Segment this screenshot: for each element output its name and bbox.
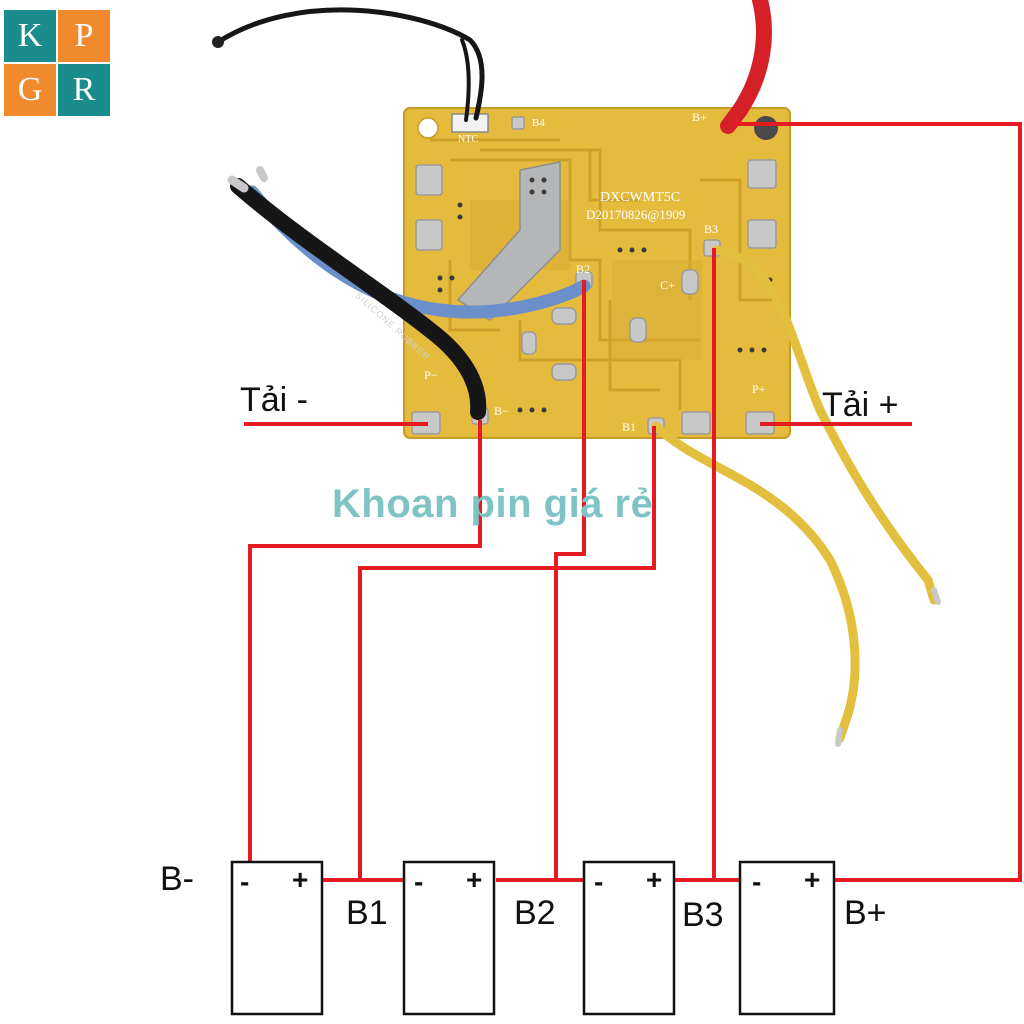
cell-1-plus: + <box>292 864 309 895</box>
battery-cell-3 <box>582 860 676 1016</box>
label-load-minus: Tải - <box>240 381 308 419</box>
pad-label-bplus: B+ <box>692 110 707 124</box>
pad-label-pplus: P+ <box>752 382 766 396</box>
logo-cell-p: P <box>58 10 110 62</box>
cell-3-plus: + <box>646 864 663 895</box>
diagram-wiring <box>244 122 1022 882</box>
cell-1-minus: - <box>240 866 250 897</box>
mount-hole <box>754 116 778 140</box>
cell-3-minus: - <box>594 866 604 897</box>
pad-label-b2: B2 <box>576 262 591 276</box>
board-model: DXCWMT5C <box>600 190 681 205</box>
cell-2-plus: + <box>466 864 483 895</box>
shield-plate <box>456 161 561 321</box>
mount-hole <box>417 117 439 139</box>
logo-cell-r: R <box>58 64 110 116</box>
pad-label-b3: B3 <box>704 222 719 236</box>
photo-wires <box>212 0 941 747</box>
battery-cell-1 <box>230 860 324 1016</box>
node-label-b-plus: B+ <box>844 894 887 932</box>
logo-letter: K <box>17 17 43 54</box>
bms-board <box>403 107 791 439</box>
logo-letter: R <box>72 71 96 108</box>
pad-label-b1: B1 <box>622 420 637 434</box>
pad-label-cplus: C+ <box>660 278 675 292</box>
battery-cell-4 <box>738 860 836 1016</box>
cell-4-minus: - <box>752 866 762 897</box>
yellow-b1-wire <box>651 421 860 743</box>
cell-2-minus: - <box>414 866 424 897</box>
logo-letter: P <box>74 17 94 54</box>
logo-cell-g: G <box>4 64 56 116</box>
wire-b2 <box>554 280 586 880</box>
node-label-b2: B2 <box>514 894 556 932</box>
cell-4-plus: + <box>804 864 821 895</box>
node-label-b3: B3 <box>682 896 724 934</box>
black-bminus-wire <box>230 178 487 420</box>
node-label-b1: B1 <box>346 894 388 932</box>
ntc-wire <box>215 7 485 121</box>
ntc-connector <box>451 113 489 133</box>
wire-b1 <box>358 426 656 880</box>
watermark-text: Khoan pin giá rẻ <box>332 482 654 526</box>
battery-cells <box>230 860 836 1016</box>
pad-label-b4: B4 <box>532 117 545 129</box>
wire-b-plus <box>732 122 1022 882</box>
pad-label-pminus: P− <box>424 368 438 382</box>
label-load-plus: Tải + <box>822 386 899 424</box>
logo-letter: G <box>17 71 43 108</box>
logo-cell-k: K <box>4 10 56 62</box>
board-date-code: D20170826@1909 <box>586 207 686 222</box>
pad-label-bminus: B− <box>494 404 509 418</box>
battery-cell-2 <box>402 860 496 1016</box>
pad-label-ntc: NTC <box>458 134 478 145</box>
red-bplus-wire <box>720 0 772 134</box>
yellow-b3-wire <box>711 245 939 605</box>
wire-b-minus <box>248 420 482 862</box>
node-label-b-minus: B- <box>160 860 194 898</box>
